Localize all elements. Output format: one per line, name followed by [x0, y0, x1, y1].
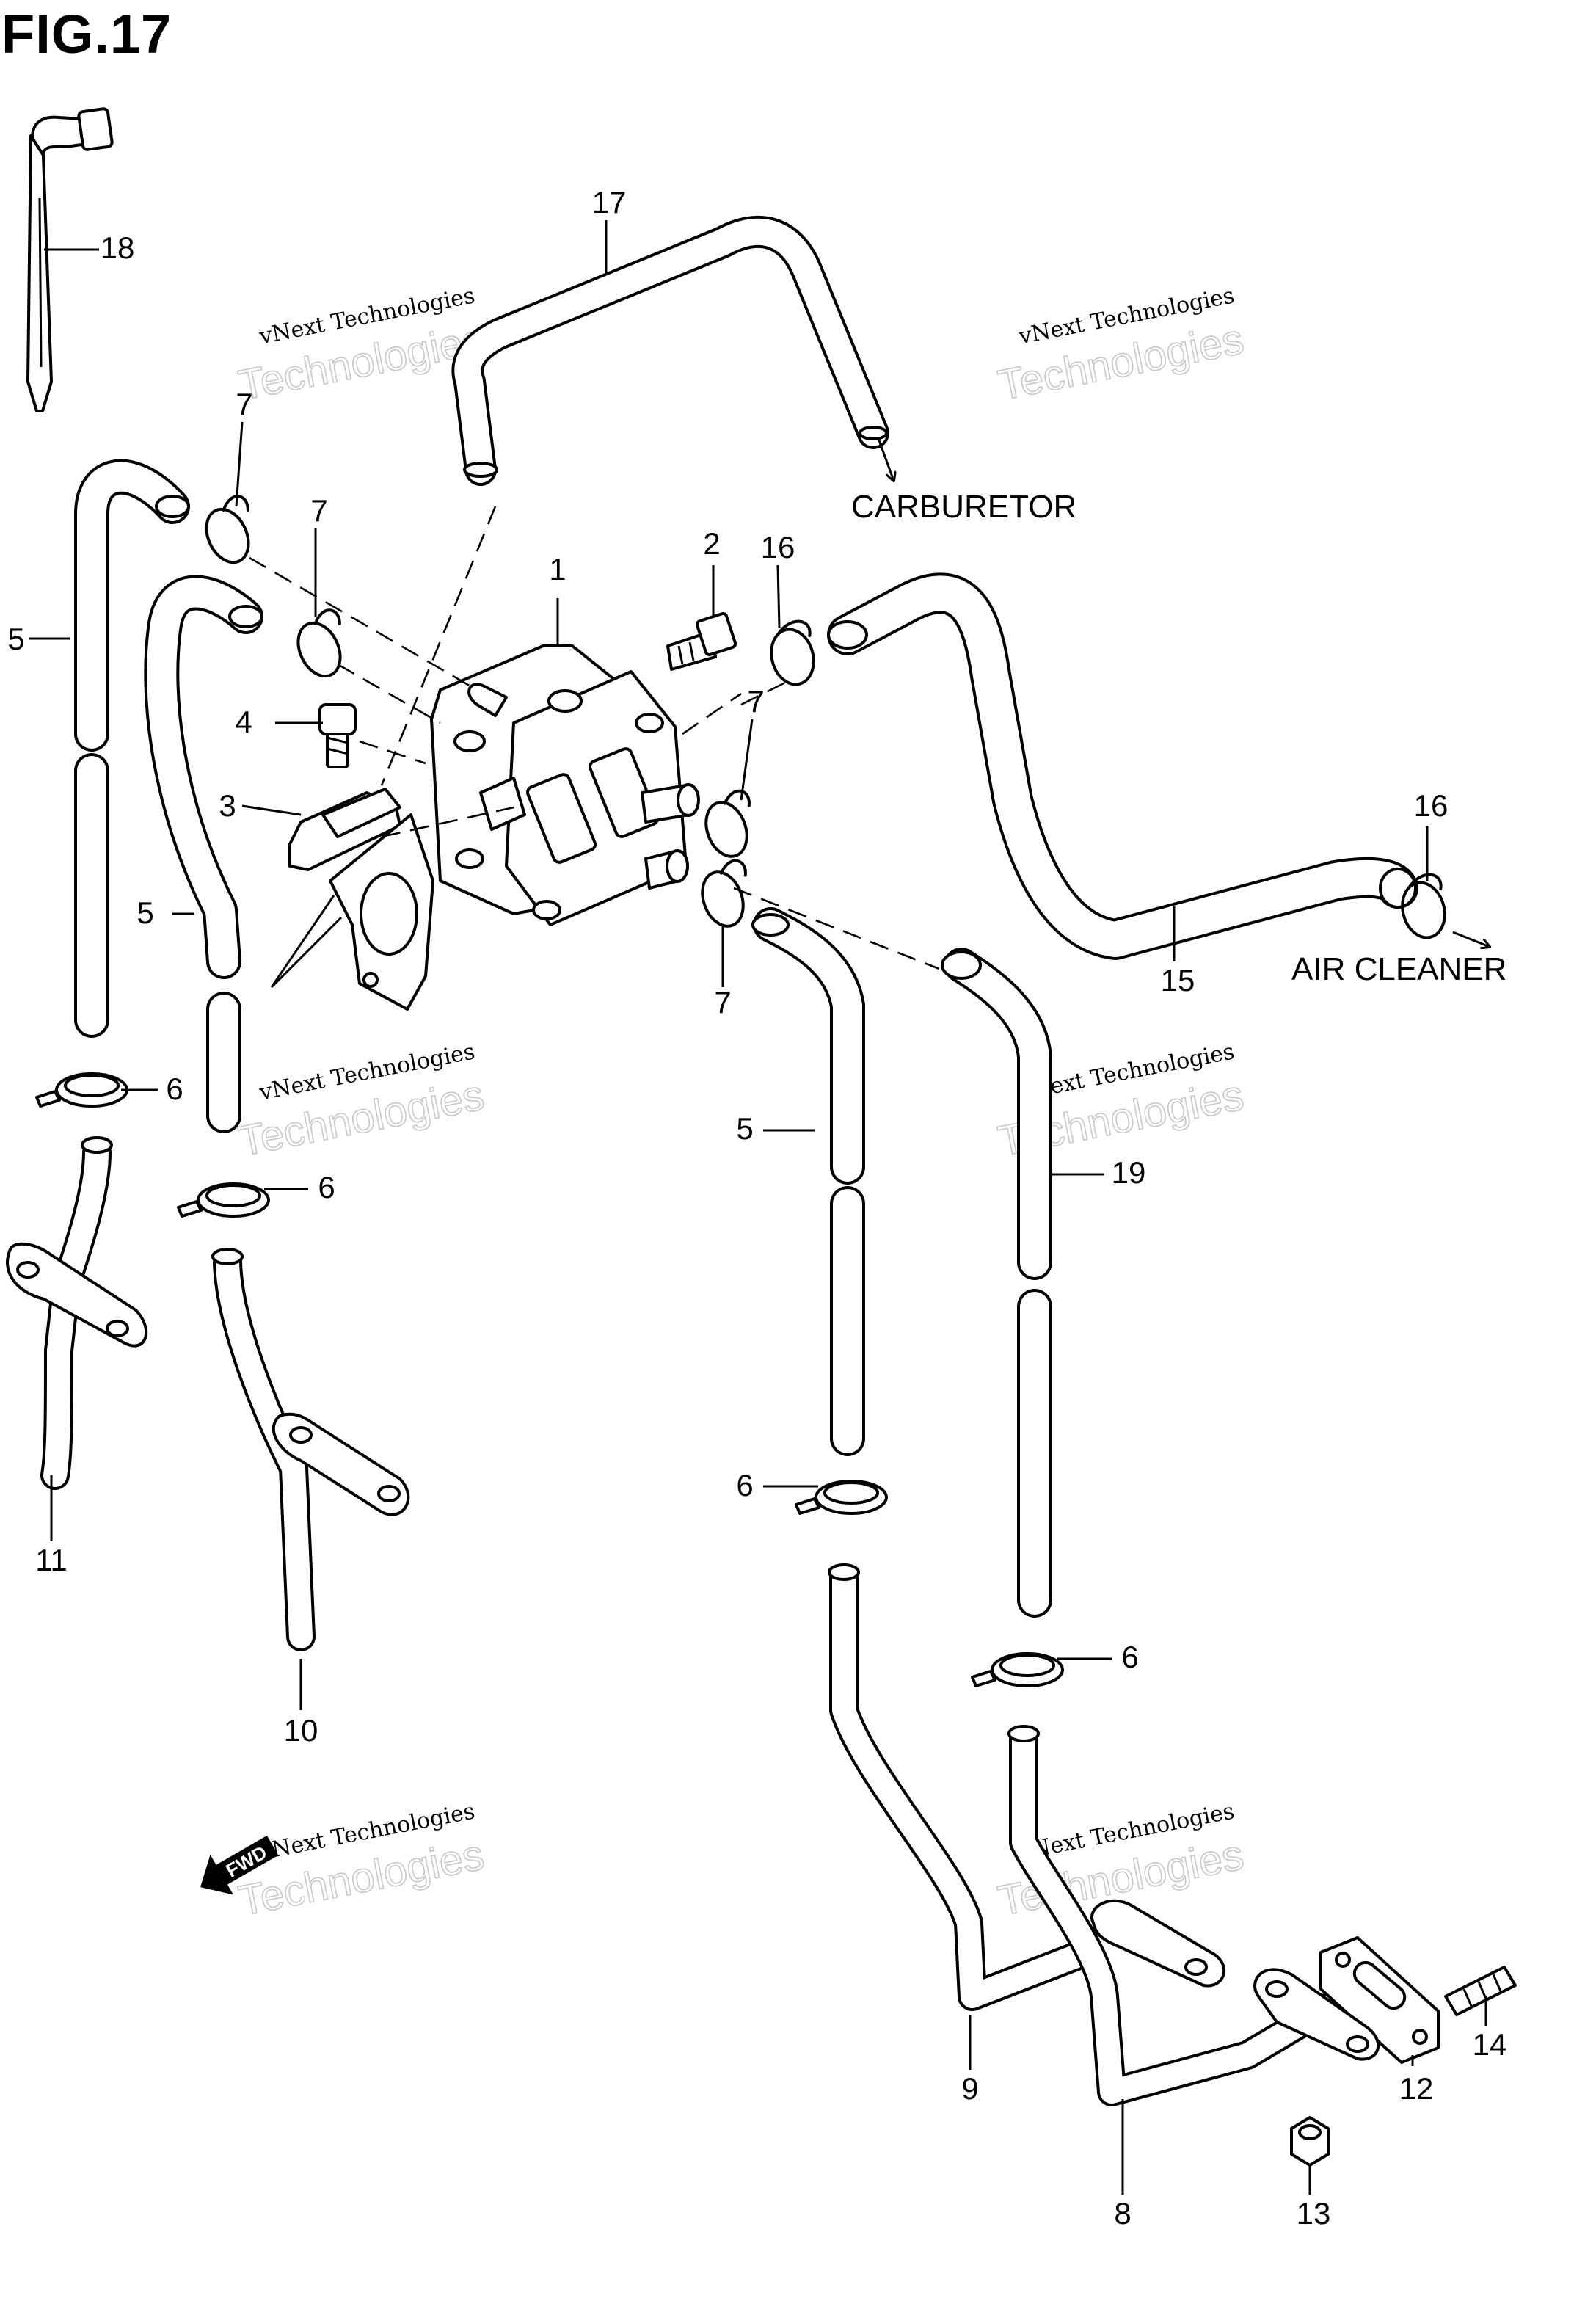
callout-3: 3: [219, 788, 236, 823]
part-3-bracket: [288, 788, 434, 1011]
part-callouts: 1 2 3 4 5 5 5 6 6 6 6 7 7 7 7 8 9 10 11 …: [7, 185, 1506, 2231]
pipe-8-fill: [1012, 1728, 1340, 2104]
callout-10: 10: [284, 1713, 318, 1748]
callout-13: 13: [1297, 2196, 1331, 2231]
callout-6c: 6: [736, 1468, 753, 1502]
tube-end-opening: [463, 462, 498, 478]
callout-1: 1: [549, 552, 566, 586]
callout-9: 9: [961, 2071, 978, 2106]
callout-7c: 7: [747, 684, 764, 719]
tube-end-opening: [211, 1248, 244, 1265]
assembly-lines: [249, 506, 940, 989]
callout-4: 4: [235, 705, 252, 739]
watermark-group: Technologies vNext Technologies Technolo…: [234, 283, 1247, 1925]
callout-12: 12: [1399, 2071, 1434, 2106]
carburetor-label: CARBURETOR: [851, 489, 1076, 525]
tube-end-opening: [1007, 1725, 1040, 1742]
air-cleaner-label: AIR CLEANER: [1291, 951, 1506, 987]
callout-17: 17: [592, 185, 627, 219]
callout-7d: 7: [714, 985, 731, 1019]
tube-end-opening: [751, 913, 790, 937]
figure-title: FIG.17: [1, 4, 172, 65]
leader-lines: [29, 220, 1490, 2195]
callout-11: 11: [35, 1543, 68, 1577]
tube-end-opening: [81, 1136, 113, 1154]
part-4-screw: [318, 703, 357, 768]
callout-7a: 7: [236, 387, 252, 421]
hose-17-fill: [454, 218, 886, 483]
part-13-nut: [1290, 2116, 1330, 2167]
callout-6d: 6: [1121, 1640, 1138, 1674]
callout-5c: 5: [736, 1111, 753, 1146]
hose-5-mid-upper-fill: [147, 578, 260, 976]
callout-16b: 16: [1414, 788, 1449, 823]
callout-14: 14: [1473, 2027, 1507, 2062]
part-2-bolt: [666, 611, 737, 671]
callout-8: 8: [1114, 2196, 1131, 2231]
pipe-11-fill: [43, 1141, 109, 1487]
callout-2: 2: [703, 526, 720, 561]
tube-end-opening: [941, 950, 982, 980]
callout-6b: 6: [318, 1170, 335, 1204]
hose-19-upper-fill: [947, 950, 1049, 1277]
part-1-valve-body: [430, 644, 700, 926]
tubes-group: [40, 215, 1418, 2106]
spring-clamps-part-7-16: [205, 495, 1446, 939]
callout-6a: 6: [166, 1072, 183, 1106]
callout-19: 19: [1112, 1155, 1146, 1190]
tube-end-opening: [828, 1563, 860, 1581]
pipe-flanges: [6, 1242, 1380, 2061]
part-18-probe: [26, 107, 114, 412]
hose-5-left-upper-fill: [77, 462, 187, 749]
band-clamps-part-6: [35, 1072, 1064, 1687]
part-12-gasket: [1319, 1936, 1440, 2064]
part-14-stud: [1444, 1966, 1517, 2016]
tube-end-opening: [1379, 868, 1417, 909]
pipe-9-fill: [832, 1566, 1098, 2008]
callout-5b: 5: [136, 895, 153, 930]
callout-7b: 7: [310, 493, 327, 528]
tube-end-opening: [155, 495, 190, 518]
callout-18: 18: [101, 230, 135, 265]
callout-16a: 16: [761, 530, 795, 564]
tube-end-opening: [859, 426, 888, 440]
callout-15: 15: [1161, 963, 1195, 997]
tube-end-opening: [827, 620, 868, 650]
tube-end-opening: [228, 605, 263, 628]
callout-5a: 5: [7, 622, 24, 656]
hose-15-fill: [830, 575, 1415, 957]
